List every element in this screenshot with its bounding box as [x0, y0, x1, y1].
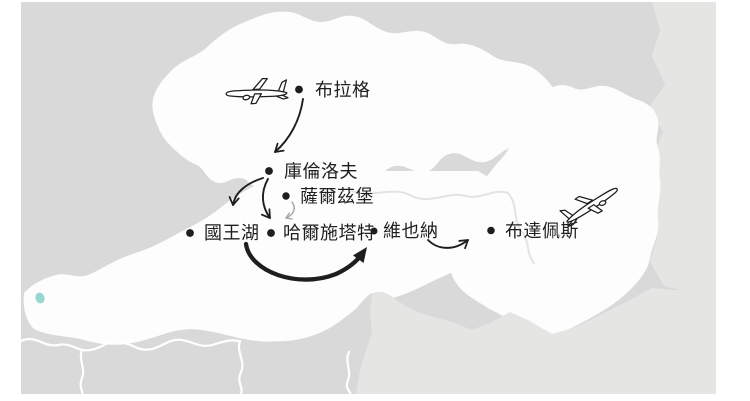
- region-south-light-land: [356, 288, 716, 394]
- region-east-light-land: [649, 2, 716, 300]
- stop-label-budapest: 布達佩斯: [505, 221, 579, 241]
- stop-label-cesky-krumlov: 庫倫洛夫: [284, 162, 358, 182]
- border-alpine-squiggle-3: [345, 350, 352, 394]
- route-arrow-krumlov-to-hallstatt: [260, 178, 271, 219]
- region-slovakia-hungary: [446, 85, 661, 335]
- route-arrow-prague-to-krumlov: [274, 98, 304, 153]
- route-arrowhead-vienna: [353, 247, 367, 263]
- stop-marker-prague: [295, 85, 303, 94]
- route-arrow-krumlov-to-koenigssee: [228, 177, 264, 206]
- route-arrow-koenigssee-to-vienna: [243, 241, 365, 282]
- stop-label-salzburg: 薩爾茲堡: [300, 187, 374, 207]
- border-alpine-squiggle-2: [237, 339, 244, 394]
- region-czechia: [152, 11, 558, 189]
- border-czech-austria-faint: [351, 190, 509, 201]
- stop-marker-hallstatt: [267, 229, 275, 237]
- route-arrow-vienna-to-budapest: [427, 239, 469, 250]
- border-alpine-squiggle-4: [79, 348, 85, 394]
- border-austria-hungary-faint: [507, 192, 535, 264]
- stop-label-prague: 布拉格: [315, 80, 371, 100]
- region-austria: [23, 169, 516, 345]
- stop-marker-koenigssee: [186, 229, 194, 237]
- lake-constance: [35, 292, 45, 304]
- stop-label-hallstatt: 哈爾施塔特: [283, 223, 376, 243]
- stop-marker-vienna: [370, 227, 378, 235]
- stop-marker-salzburg: [282, 192, 290, 200]
- border-alpine-squiggle-1: [21, 337, 240, 352]
- stop-marker-budapest: [487, 226, 495, 235]
- stop-label-vienna: 維也納: [383, 221, 439, 241]
- stop-marker-cesky-krumlov: [265, 167, 273, 175]
- stop-label-koenigssee: 國王湖: [204, 223, 260, 243]
- route-arrow-salzburg-hook: [285, 201, 295, 220]
